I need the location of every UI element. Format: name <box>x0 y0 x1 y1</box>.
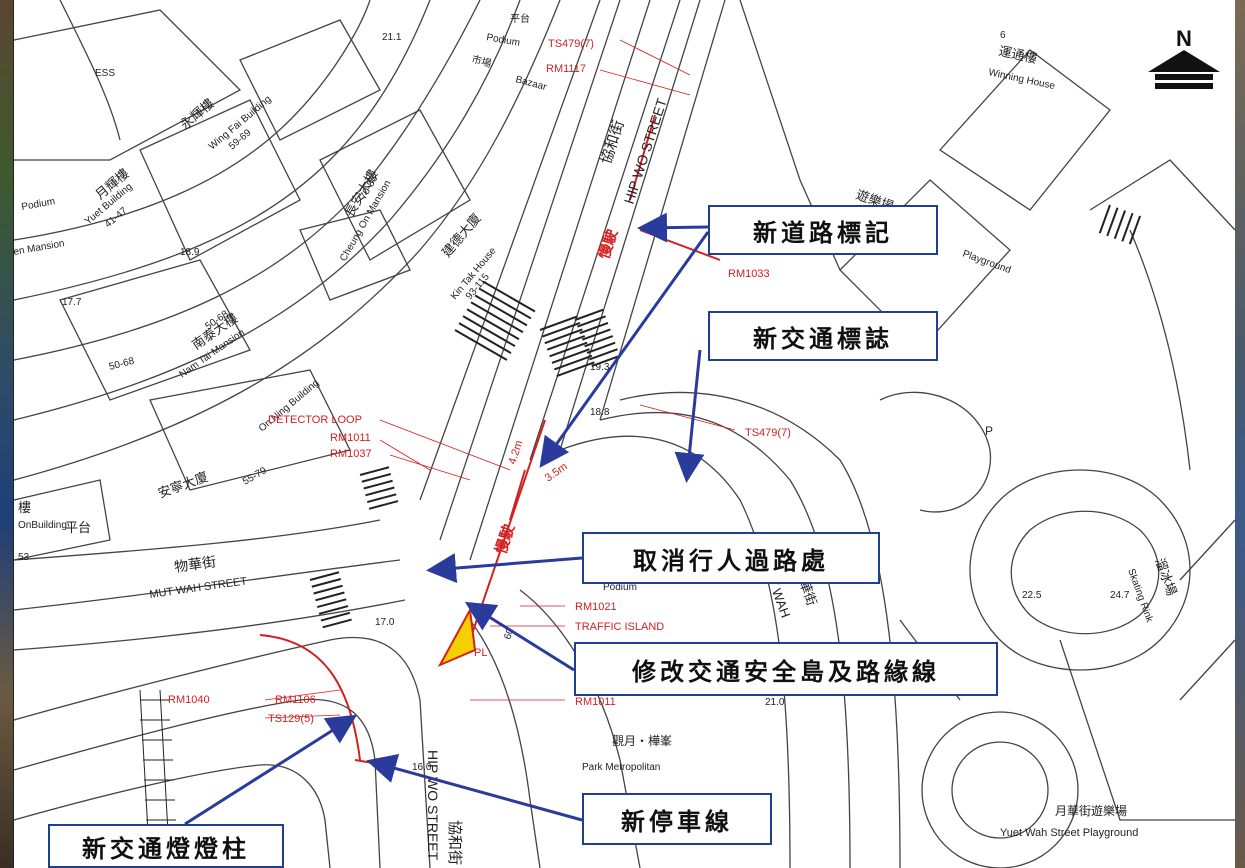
level-17-7: 17.7 <box>62 297 82 308</box>
label-rm1033: RM1033 <box>728 268 770 280</box>
callout-modify-island-text: 修改交通安全島及路緣線 <box>632 657 940 686</box>
label-yuet-wah-pg-en: Yuet Wah Street Playground <box>1000 827 1138 839</box>
label-park-en: Park Metropolitan <box>582 762 660 773</box>
label-mut-wah-zh: 物華街 <box>173 553 217 575</box>
leader-lines <box>264 39 736 719</box>
level-18-8: 18.8 <box>590 407 610 418</box>
north-arrow-label: N <box>1176 26 1192 51</box>
callout-cancel-crossing: 取消行人過路處 <box>582 532 880 584</box>
level-21-0: 21.0 <box>765 697 785 708</box>
label-ts129: TS129(5) <box>268 713 314 725</box>
background-photo-left <box>0 0 13 868</box>
callout-arrows <box>184 212 710 826</box>
level-19-3: 19.3 <box>590 362 610 373</box>
north-arrow: N <box>1148 26 1220 89</box>
callout-new-traffic-sign: 新交通標誌 <box>708 311 938 361</box>
callout-new-road-marking-text: 新道路標記 <box>753 218 893 247</box>
level-22-5: 22.5 <box>1022 590 1042 601</box>
staircase-structure <box>139 689 177 868</box>
zebra-crossings <box>309 204 1142 629</box>
background-photo-right <box>1235 0 1245 868</box>
label-detector-loop: DETECTOR LOOP <box>268 414 362 426</box>
label-p: P <box>985 424 993 438</box>
label-left-lou: 樓 <box>18 500 31 515</box>
label-rm1040: RM1040 <box>168 694 210 706</box>
level-16-0: 16.0 <box>412 762 432 773</box>
label-podium-top-zh: 平台 <box>510 12 530 25</box>
label-ts479-mid: TS479(7) <box>745 427 791 439</box>
label-num-53: 53 <box>18 552 30 563</box>
callout-new-stop-line: 新停車線 <box>582 793 772 845</box>
callout-modify-island: 修改交通安全島及路緣線 <box>574 642 998 696</box>
label-hip-wo-zh2: 協和街 <box>446 820 463 865</box>
label-rm1037: RM1037 <box>330 448 372 460</box>
label-rm1117: RM1117 <box>546 63 586 75</box>
road-linework <box>13 0 1236 868</box>
label-onbuilding: OnBuilding <box>18 520 67 531</box>
label-park-zh: 觀月・樺峯 <box>612 734 672 748</box>
callout-new-traffic-sign-text: 新交通標誌 <box>753 324 893 353</box>
callout-new-stop-line-text: 新停車線 <box>621 807 733 836</box>
level-21-1: 21.1 <box>382 32 402 43</box>
label-podium-zh2: 平台 <box>65 520 91 535</box>
label-podium-mid: Podium <box>603 582 637 593</box>
map-frame <box>13 0 1236 868</box>
level-17-0: 17.0 <box>375 617 395 628</box>
level-24-7: 24.7 <box>1110 590 1130 601</box>
callout-new-signal-pole-text: 新交通燈燈柱 <box>82 834 250 863</box>
level-18-9: 18.9 <box>180 247 200 258</box>
label-ts479-top: TS479(7) <box>548 38 594 50</box>
label-rm1106: RM1106 <box>275 694 316 706</box>
callout-cancel-crossing-text: 取消行人過路處 <box>633 546 829 575</box>
label-traffic-island: TRAFFIC ISLAND <box>575 621 664 633</box>
label-pl: PL <box>474 647 487 659</box>
label-rm1011-top: RM1011 <box>330 432 371 444</box>
label-rm1011-bot: RM1011 <box>575 696 616 708</box>
label-rm1021: RM1021 <box>575 601 617 613</box>
label-winning-no: 6 <box>1000 30 1006 41</box>
callout-new-signal-pole: 新交通燈燈柱 <box>48 824 284 868</box>
label-ess: ESS <box>95 68 115 79</box>
callout-new-road-marking: 新道路標記 <box>708 205 938 255</box>
label-yuet-wah-pg-zh: 月華街遊樂場 <box>1055 803 1127 818</box>
